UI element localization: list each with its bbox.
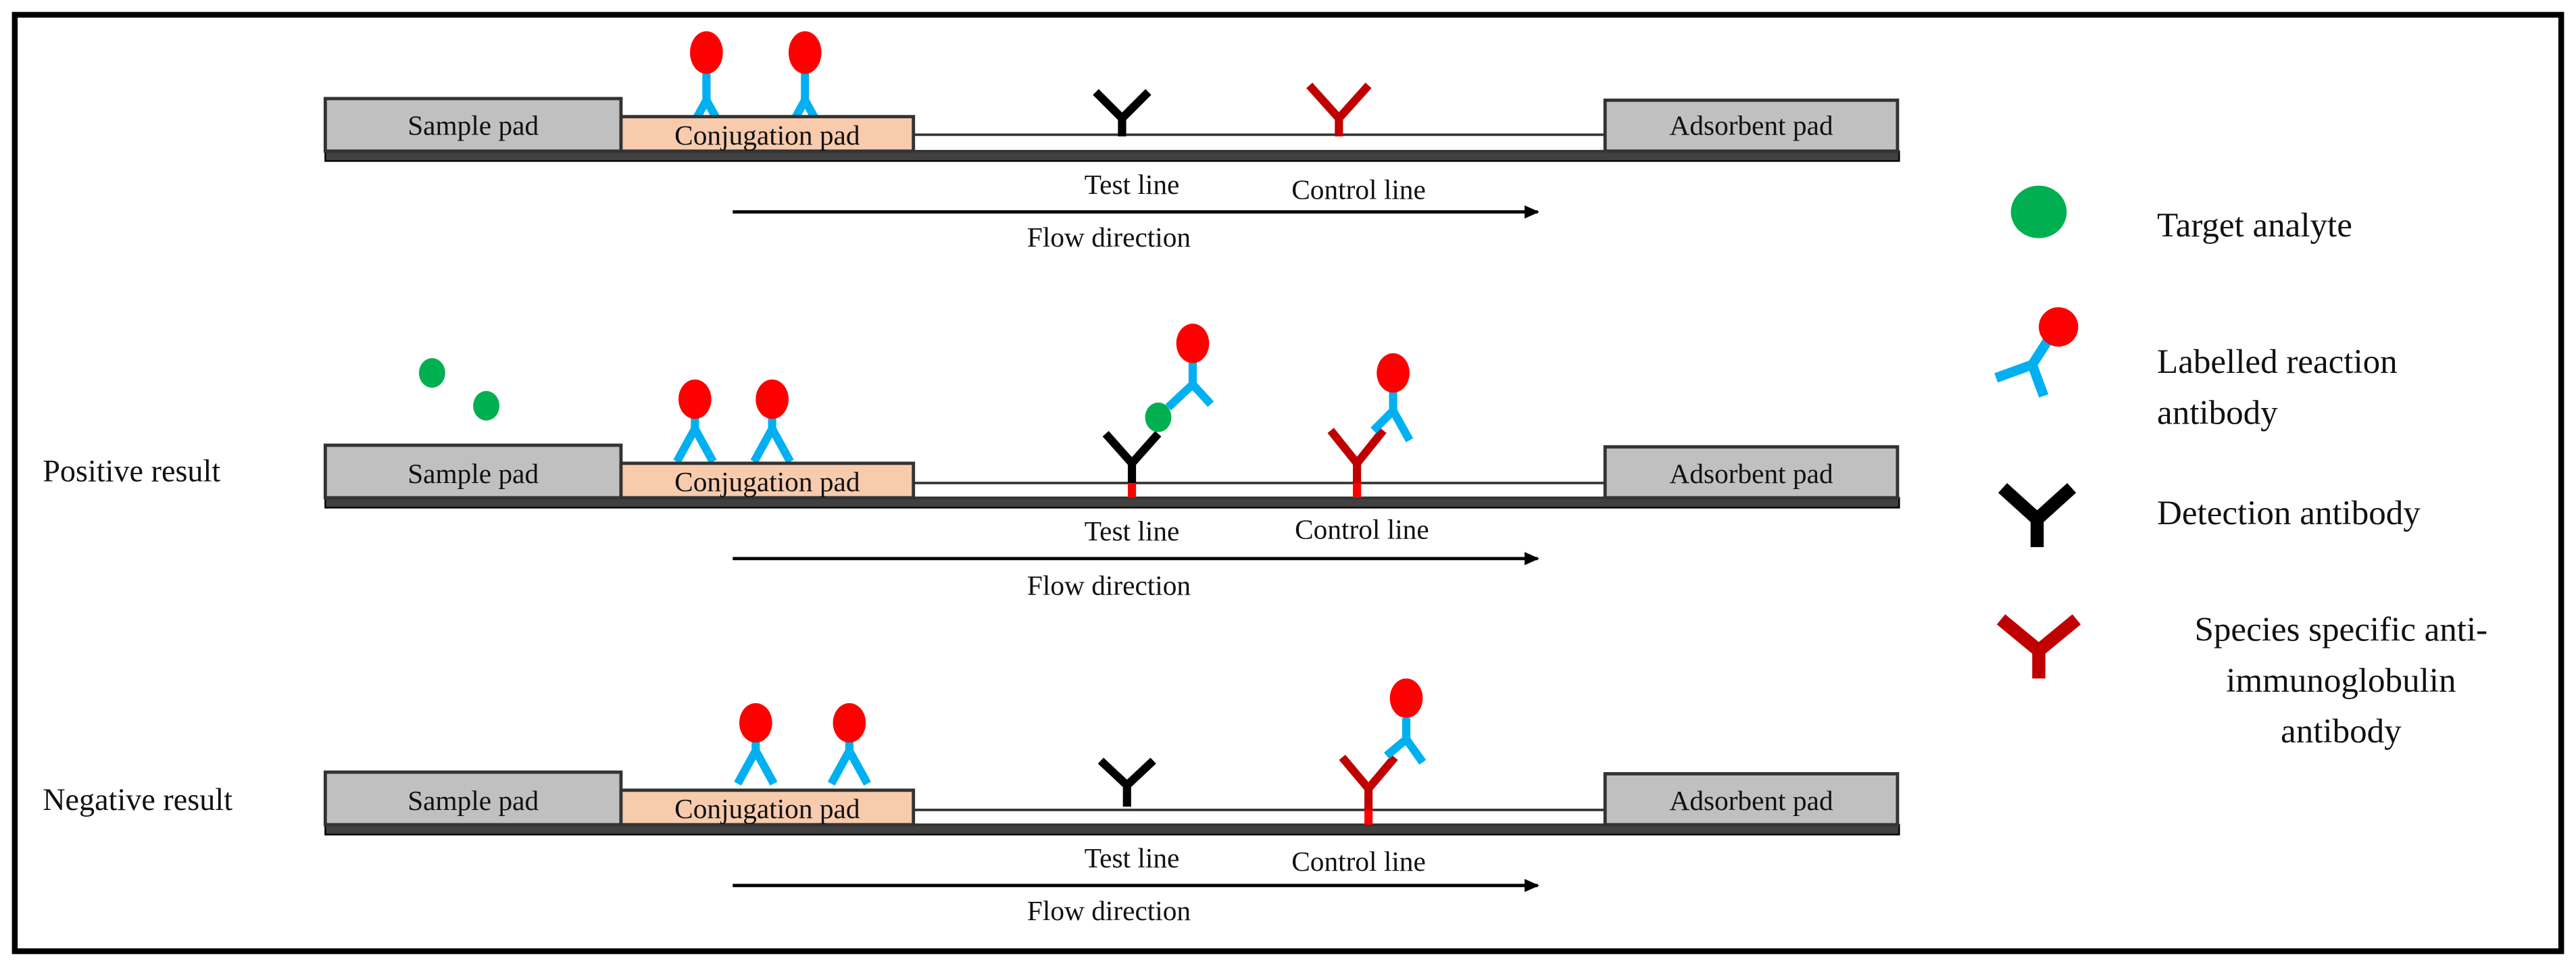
flow-direction-label: Flow direction <box>1027 222 1191 253</box>
control-line-label: Control line <box>1291 174 1426 205</box>
conjugation-pad-label: Conjugation pad <box>674 793 860 824</box>
labelled-antibody <box>827 703 871 786</box>
legend-item-detection-antibody: Detection antibody <box>1998 483 2421 547</box>
conjugation-pad <box>619 115 916 153</box>
legend-label: antibody <box>2281 712 2402 751</box>
conjugation-pad-label: Conjugation pad <box>674 466 860 497</box>
conjugation-pad <box>619 461 916 500</box>
sample-pad <box>323 443 623 500</box>
sample-pad-label: Sample pad <box>407 109 539 141</box>
test-line-label: Test line <box>1085 842 1180 873</box>
legend-label: Target analyte <box>2157 206 2352 245</box>
labelled-antibody <box>1383 678 1427 765</box>
test-line-label: Test line <box>1085 169 1180 200</box>
absorbent-pad-label: Adsorbent pad <box>1670 458 1833 489</box>
species-antibody-icon <box>1996 614 2081 679</box>
membrane <box>912 482 1608 499</box>
legend-label: Detection antibody <box>2157 494 2421 532</box>
conjugation-pad-label: Conjugation pad <box>674 120 860 151</box>
strip-negative: Negative result Sample pad Conjugation p… <box>43 678 1900 926</box>
legend-item-target-analyte: Target analyte <box>2010 185 2352 245</box>
absorbent-pad-label: Adsorbent pad <box>1670 785 1833 816</box>
row-label-positive: Positive result <box>43 454 220 488</box>
absorbent-pad <box>1603 98 1900 153</box>
control-line-label: Control line <box>1291 846 1426 877</box>
labelled-antibody <box>673 379 717 464</box>
legend: Target analyte Labelled reaction antibod… <box>1994 185 2488 751</box>
row-label-negative: Negative result <box>43 782 232 817</box>
labelled-antibody-icon <box>1994 307 2079 398</box>
sample-pad-label: Sample pad <box>407 785 539 816</box>
labelled-antibody <box>734 703 778 786</box>
membrane <box>912 809 1608 826</box>
labelled-antibody <box>750 379 794 464</box>
labelled-antibody <box>1370 353 1414 442</box>
membrane <box>912 133 1608 153</box>
detection-antibody-icon <box>1998 483 2077 547</box>
species-antibody-icon <box>1327 428 1387 483</box>
strip-positive: Positive result Sample pad Conjugation p… <box>43 324 1900 601</box>
absorbent-pad <box>1603 772 1900 827</box>
absorbent-pad-label: Adsorbent pad <box>1670 109 1833 141</box>
species-antibody-icon <box>1306 82 1372 136</box>
control-line-label: Control line <box>1295 514 1429 545</box>
target-analyte <box>473 390 500 421</box>
legend-label: Species specific anti- <box>2195 610 2488 649</box>
sample-pad-label: Sample pad <box>407 458 539 489</box>
conjugation-pad <box>619 788 916 827</box>
labelled-antibody <box>1165 324 1214 411</box>
flow-direction-label: Flow direction <box>1027 569 1191 601</box>
legend-label: immunoglobulin <box>2226 661 2456 700</box>
species-antibody-icon <box>1339 755 1398 810</box>
detection-antibody-icon <box>1093 88 1151 136</box>
detection-antibody-icon <box>1102 431 1162 483</box>
legend-item-labelled-antibody: Labelled reaction antibody <box>1994 307 2398 432</box>
target-analyte <box>418 358 445 388</box>
target-analyte <box>1145 402 1172 432</box>
strip-initial: Sample pad Conjugation pad Adsorbent pad… <box>323 31 1900 253</box>
target-analyte-icon <box>2010 185 2067 238</box>
legend-label: antibody <box>2157 393 2278 432</box>
legend-item-species-antibody: Species specific anti- immunoglobulin an… <box>1996 610 2488 751</box>
flow-direction-label: Flow direction <box>1027 895 1191 926</box>
detection-antibody-icon <box>1097 757 1156 807</box>
test-line-label: Test line <box>1085 515 1180 546</box>
legend-label: Labelled reaction <box>2157 342 2398 381</box>
absorbent-pad <box>1603 445 1900 500</box>
